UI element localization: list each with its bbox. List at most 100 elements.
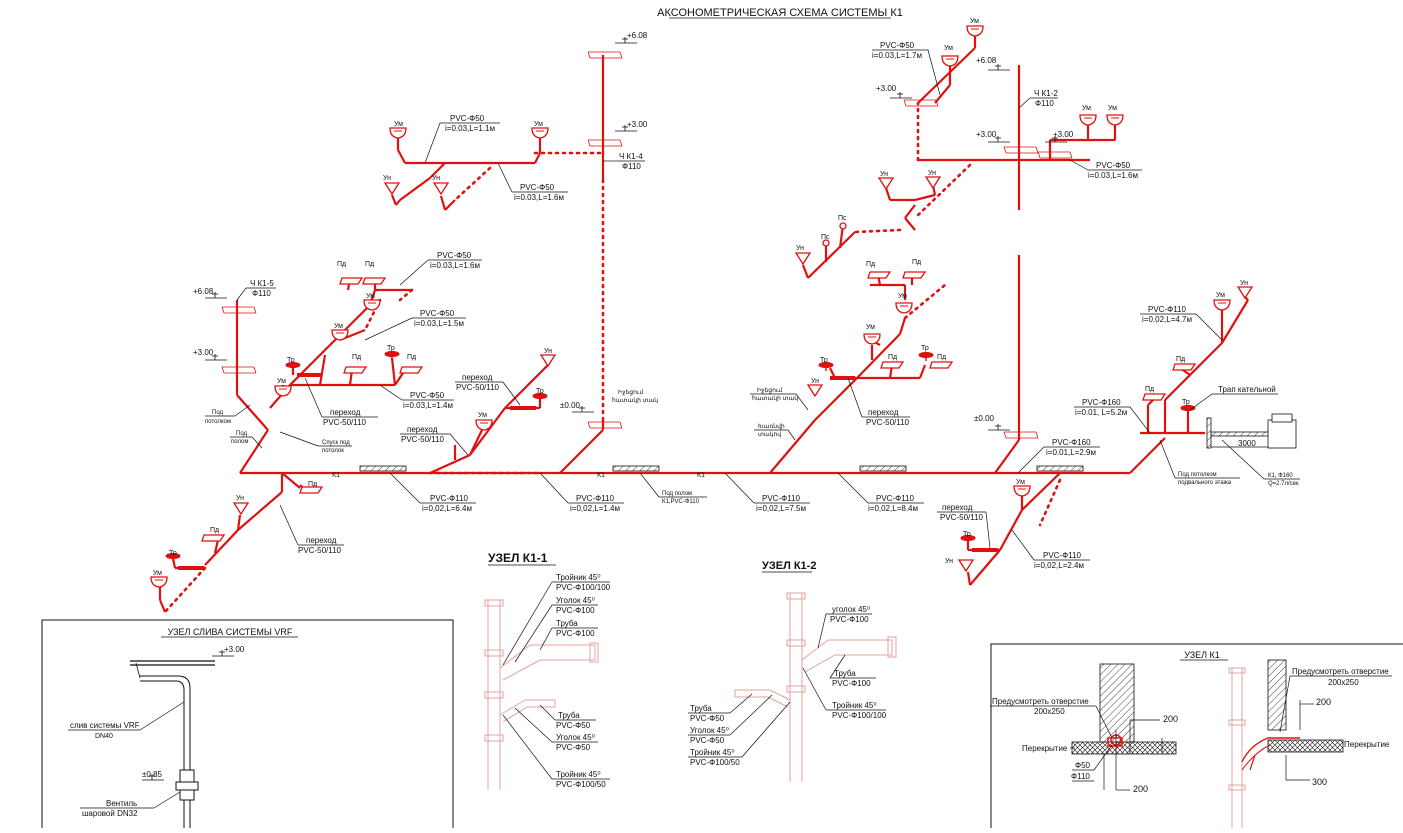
transition-label: переход bbox=[306, 536, 337, 545]
fixture-un: Ун bbox=[811, 378, 819, 385]
fixture-un: Ун bbox=[383, 175, 391, 182]
vrf-drain-label: слив системы VRF bbox=[70, 721, 140, 730]
hole-note: Предусмотреть отверстие bbox=[992, 697, 1089, 706]
vrf-frame bbox=[41, 619, 454, 833]
branch-center-left: Ун Тр Ум переход PVC-50/110 переход PVC-… bbox=[400, 348, 556, 475]
fixture-tr: Тр bbox=[820, 357, 828, 364]
note-floor: К1,PVC-Ф110 bbox=[662, 499, 700, 505]
drawing-title: АКСОНОМЕТРИЧЕСКАЯ СХЕМА СИСТЕМЫ К1 bbox=[657, 7, 903, 19]
note-outlet: Q=2.7л/сек bbox=[1268, 481, 1299, 487]
fixture-pd: Пд bbox=[210, 527, 219, 534]
fixture-un: Ун bbox=[236, 495, 244, 502]
fixture-un: Ун bbox=[796, 245, 804, 252]
level-label: +3.00 bbox=[1053, 130, 1074, 139]
branch-left-upper: Пд Пд Ум Ум Пд Пд Тр Тр Ум PVC-Ф50 i=0.0… bbox=[269, 251, 482, 454]
fixture-tr: Тр bbox=[1182, 399, 1190, 406]
node-item: PVC-Ф100/50 bbox=[556, 780, 606, 789]
pipe-label: PVC-Ф110 bbox=[762, 494, 801, 503]
node-item: PVC-Ф50 bbox=[690, 714, 725, 723]
note-arm: Իջեցում bbox=[618, 389, 644, 396]
pipe-label: i=0.01,L=2.9м bbox=[1046, 448, 1096, 457]
sleeve-2 bbox=[612, 465, 660, 472]
level-label: +6.08 bbox=[193, 287, 214, 296]
pipe-label: PVC-Ф110 bbox=[1148, 305, 1187, 314]
vrf-drain-label: DN40 bbox=[95, 733, 113, 740]
fixture-un: Ун bbox=[1240, 280, 1248, 287]
fixture-un: Ун bbox=[432, 175, 440, 182]
fixture-um: Ум bbox=[970, 18, 979, 25]
node-item: PVC-Ф50 bbox=[690, 736, 725, 745]
pipe-label: PVC-Ф110 bbox=[576, 494, 615, 503]
pipe-label: PVC-Ф110 bbox=[1043, 551, 1082, 560]
pipe-label: i=0,02,L=7.5м bbox=[756, 504, 806, 513]
node-item: PVC-Ф100 bbox=[556, 606, 595, 615]
node-item: PVC-Ф50 bbox=[556, 721, 591, 730]
hole-note: 200x250 bbox=[1034, 707, 1065, 716]
dim-200: 200 bbox=[1133, 784, 1148, 794]
transition-label: PVC-50/110 bbox=[940, 513, 984, 522]
fixture-tr: Тр bbox=[387, 345, 395, 352]
transition-label: переход bbox=[407, 425, 438, 434]
note-arm: Խառնվի bbox=[758, 423, 785, 430]
pipe-label: PVC-Ф50 bbox=[410, 391, 445, 400]
fixture-um: Ум bbox=[1108, 105, 1117, 112]
pipe-label: PVC-Ф160 bbox=[1052, 438, 1091, 447]
fixture-un: Ун bbox=[928, 170, 936, 177]
level-label: ±0.00 bbox=[560, 401, 581, 410]
drain-label: Трап кательной bbox=[1218, 385, 1276, 394]
transition-label: PVC-50/110 bbox=[323, 418, 367, 427]
fixture-um: Ум bbox=[478, 412, 487, 419]
pipe-label: i=0.03,L=1.1м bbox=[445, 124, 495, 133]
fixture-um: Ум bbox=[1016, 479, 1025, 486]
note-arm: Իջեցում bbox=[757, 387, 783, 394]
fixture-pd: Пд bbox=[407, 354, 416, 361]
node-item: PVC-Ф100/100 bbox=[556, 583, 611, 592]
fixture-ps: Пс bbox=[838, 215, 847, 222]
main-pipe-labels: PVC-Ф110 i=0,02,L=6.4м PVC-Ф110 i=0,02,L… bbox=[389, 438, 1100, 513]
level-label: +6.08 bbox=[976, 56, 997, 65]
node-item: Труба bbox=[690, 704, 712, 713]
pipe-label: i=0.03,L=1.6м bbox=[430, 261, 480, 270]
fixture-pd: Пд bbox=[866, 261, 875, 268]
node-k1-1: УЗЕЛ К1-1 Тройник 45⁰ PVC-Ф100/100 Уголо… bbox=[484, 551, 611, 790]
valve-label: шаровой DN32 bbox=[82, 809, 138, 818]
node-item: уголок 45⁰ bbox=[832, 605, 870, 614]
pipe-label: i=0.01, L=5.2м bbox=[1075, 408, 1127, 417]
node-item: PVC-Ф50 bbox=[556, 743, 591, 752]
fixture-pd: Пд bbox=[365, 261, 374, 268]
node-k1: УЗЕЛ К1 200 200 Предусмотреть отверстие … bbox=[990, 643, 1403, 833]
branch-center-right: Пд Пд Ум Ум Пд Пд Тр Тр Ун переход PVC-5… bbox=[750, 259, 953, 474]
k1-mark: К1 bbox=[332, 472, 340, 479]
fixture-tr: Тр bbox=[287, 357, 295, 364]
fixture-tr: Тр bbox=[921, 345, 929, 352]
branch-lower-left: Пд Ун Пд Тр Ум переход PVC-50/110 bbox=[150, 472, 344, 614]
level-label: +6.08 bbox=[627, 31, 648, 40]
fixture-un: Ун bbox=[945, 558, 953, 565]
note-under-floor: полом bbox=[231, 439, 248, 445]
node-item: Тройник 45⁰ bbox=[556, 770, 601, 779]
level-label: ±0.85 bbox=[142, 770, 163, 779]
fixture-um: Ум bbox=[277, 378, 286, 385]
fixture-pd: Пд bbox=[1176, 356, 1185, 363]
inspection-well bbox=[1267, 419, 1297, 449]
note-basement: подвального этажа bbox=[1178, 480, 1232, 486]
pipe-label: PVC-Ф160 bbox=[1082, 398, 1121, 407]
dim-300: 300 bbox=[1312, 777, 1327, 787]
diameter-label: Ф50 bbox=[1075, 761, 1091, 770]
node-item: PVC-Ф100 bbox=[832, 679, 871, 688]
node-item: PVC-Ф100 bbox=[830, 615, 869, 624]
dim-200: 200 bbox=[1163, 714, 1178, 724]
note-under-ceiling: потолком bbox=[205, 419, 231, 425]
note-outlet: К1, Ф160 bbox=[1268, 473, 1293, 479]
node-k1-frame bbox=[990, 643, 1403, 833]
fixture-un: Ун bbox=[544, 348, 552, 355]
riser-label: Ч К1-2 bbox=[1034, 89, 1058, 98]
node-item: Уголок 45⁰ bbox=[556, 596, 595, 605]
pipe-label: i=0.03,L=1.5м bbox=[414, 319, 464, 328]
level-label: +3.00 bbox=[193, 348, 214, 357]
fixture-um: Ум bbox=[153, 570, 162, 577]
branch-upper-left: Ум Ум Ун Ун PVC-Ф50 i=0.03,L=1.1м PVC-Ф5… bbox=[383, 114, 605, 211]
pipe-label: i=0,02,L=8.4м bbox=[868, 504, 918, 513]
transition-label: PVC-50/110 bbox=[866, 418, 910, 427]
